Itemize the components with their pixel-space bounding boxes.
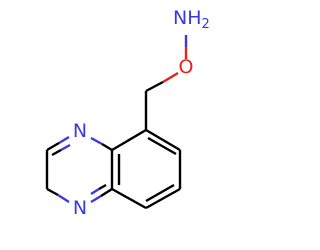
bond-n-lower-c8a-black: [100, 187, 113, 198]
bond-ch2-to-o-red: [162, 71, 179, 84]
structure-drawing: NH2 O N N: [45, 7, 210, 219]
bond-n-lower-c8a-inner-blue: [90, 187, 100, 196]
bond-c4a-n-upper-blue: [90, 136, 103, 146]
bond-c4a-c5: [111, 128, 147, 152]
bond-c7-c8-inner: [145, 183, 175, 203]
bond-n-upper-c3-inner-blue: [60, 143, 71, 152]
ring-nitrogen-upper-label: N: [73, 120, 87, 142]
bond-c5-c6-inner: [147, 136, 177, 156]
bond-n-upper-c3-black: [46, 141, 60, 152]
bond-c8-c8a: [111, 187, 147, 210]
bond-c2-n-lower-black: [46, 187, 59, 197]
bond-n-lower-c8a-inner-black: [98, 183, 107, 191]
bond-n-lower-c8a-blue: [90, 194, 102, 204]
amine-nitrogen-label: NH2: [173, 7, 210, 32]
bond-n-upper-c3-blue: [58, 135, 70, 145]
bond-c7-c8: [145, 187, 181, 210]
bond-c5-c6: [145, 128, 181, 152]
bond-c2-n-lower-blue: [57, 193, 70, 204]
bond-ch2-to-o-black: [145, 80, 164, 93]
bond-c4a-n-upper-black: [101, 142, 113, 152]
bond-n-upper-c3-inner-black: [51, 148, 62, 157]
ring-nitrogen-lower-label: N: [73, 197, 87, 219]
oxygen-label: O: [179, 56, 194, 78]
